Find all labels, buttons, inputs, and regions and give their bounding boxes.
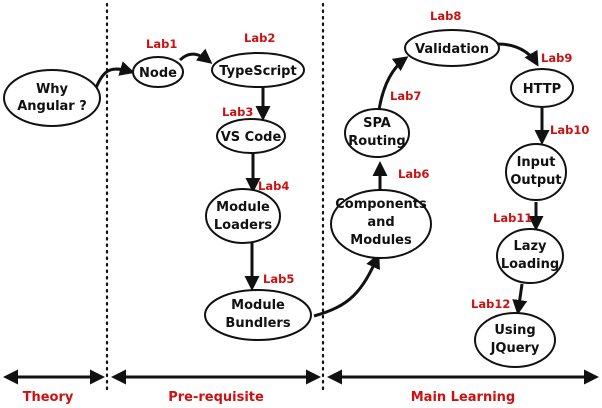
lab-label-6: Lab6 [398, 167, 429, 181]
node-input-output: Input Output [505, 143, 567, 201]
node-node: Node [132, 56, 184, 88]
section-label-theory: Theory [23, 390, 74, 405]
edge-bundlers-to-components [313, 253, 380, 318]
node-http: HTTP [510, 68, 574, 108]
lab-label-4: Lab4 [258, 179, 289, 193]
lab-labels: Lab1 Lab2 Lab3 Lab4 Lab5 Lab6 Lab7 Lab8 … [146, 9, 589, 311]
node-spa-routing-line-2: Routing [348, 134, 405, 149]
node-components-modules-line-1: Components [335, 197, 427, 212]
section-label-prerequisite: Pre-requisite [168, 390, 264, 405]
section-labels: Theory Pre-requisite Main Learning [23, 390, 516, 405]
node-typescript-line-1: TypeScript [219, 64, 296, 79]
node-module-loaders-line-1: Module [216, 200, 270, 215]
lab-label-1: Lab1 [146, 37, 177, 51]
node-lazy-loading: Lazy Loading [496, 228, 564, 284]
node-spa-routing-line-1: SPA [363, 116, 391, 131]
node-module-bundlers: Module Bundlers [204, 289, 312, 341]
node-input-output-line-2: Output [510, 173, 561, 188]
edges [94, 42, 550, 318]
node-why-angular-line-2: Angular ? [17, 99, 87, 114]
node-input-output-line-1: Input [517, 155, 556, 170]
node-module-bundlers-line-1: Module [231, 298, 285, 313]
node-node-line-1: Node [139, 66, 177, 81]
node-lazy-loading-line-1: Lazy [513, 239, 547, 254]
node-components-modules-line-3: Modules [350, 233, 412, 248]
lab-label-3: Lab3 [222, 105, 253, 119]
edge-spa-to-validation [377, 56, 409, 111]
lab-label-5: Lab5 [263, 272, 294, 286]
lab-label-8: Lab8 [430, 9, 461, 23]
node-module-bundlers-line-2: Bundlers [225, 316, 290, 331]
edge-lazy-to-jquery [512, 283, 528, 315]
node-using-jquery-line-1: Using [494, 323, 535, 338]
edge-why-to-node [94, 61, 135, 89]
node-why-angular: Why Angular ? [3, 69, 101, 127]
node-vscode-line-1: VS Code [221, 130, 282, 145]
node-components-modules: Components and Modules [330, 189, 432, 259]
lab-label-10: Lab10 [550, 123, 589, 137]
node-using-jquery-line-2: JQuery [490, 341, 540, 356]
lab-label-2: Lab2 [244, 31, 275, 45]
node-module-loaders: Module Loaders [205, 188, 281, 244]
lab-label-9: Lab9 [541, 51, 572, 65]
lab-label-11: Lab11 [493, 211, 532, 225]
nodes: Why Angular ? Node TypeScript VS Code Mo… [3, 29, 574, 368]
section-label-main-learning: Main Learning [411, 390, 516, 405]
edge-node-to-typescript [178, 48, 213, 64]
node-spa-routing: SPA Routing [344, 108, 410, 158]
node-lazy-loading-line-2: Loading [501, 257, 559, 272]
node-components-modules-line-2: and [367, 215, 394, 230]
node-why-angular-line-1: Why [36, 82, 69, 97]
node-vscode: VS Code [216, 118, 286, 154]
lab-label-12: Lab12 [471, 297, 510, 311]
node-validation: Validation [404, 29, 500, 67]
node-module-loaders-line-2: Loaders [214, 218, 273, 233]
node-validation-line-1: Validation [415, 42, 489, 57]
node-typescript: TypeScript [211, 52, 305, 88]
node-http-line-1: HTTP [523, 82, 561, 97]
node-using-jquery: Using JQuery [474, 312, 556, 368]
lab-label-7: Lab7 [390, 89, 421, 103]
edge-validation-to-http [497, 42, 539, 67]
